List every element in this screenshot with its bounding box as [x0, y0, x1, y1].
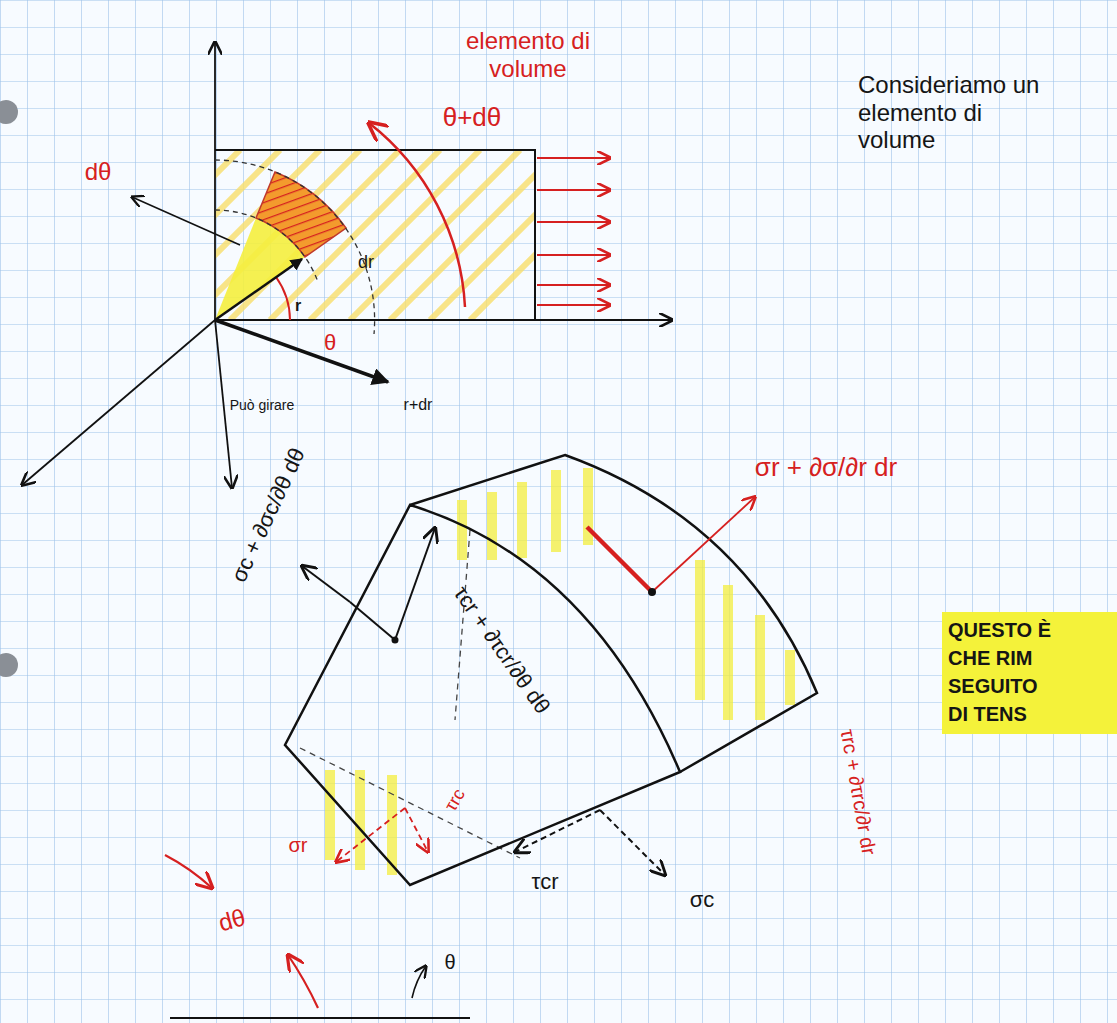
- point: [648, 588, 656, 596]
- angle-label: θ: [444, 951, 455, 974]
- stress-arrow: [395, 528, 435, 640]
- angle-label: dθ: [216, 903, 249, 937]
- stress-label: σc + ∂σc/∂θ dθ: [226, 444, 310, 586]
- binder-hole: [0, 100, 18, 124]
- element-front-face: [285, 505, 680, 885]
- hatch-lines: [215, 150, 535, 320]
- load-arrow: [537, 157, 610, 159]
- stress-label: τrc + ∂τrc/∂r dr: [836, 727, 881, 856]
- angle-label: dθ: [85, 158, 112, 186]
- axis: [214, 42, 216, 320]
- note-label: elemento di volume: [458, 27, 598, 82]
- dimension-label: dr: [358, 252, 374, 273]
- vector-label: r+dr: [404, 396, 433, 414]
- stress-label: σr + ∂σ/∂r dr: [755, 453, 897, 483]
- radius-vector: [215, 259, 302, 320]
- dashed-arc: [215, 160, 375, 334]
- angle-arc: [276, 277, 290, 320]
- load-arrow: [537, 284, 610, 286]
- stress-arrow: [350, 602, 395, 640]
- angle-label: θ: [324, 330, 336, 355]
- radius-vector: [215, 320, 388, 382]
- stress-arrow: [336, 808, 405, 862]
- stress-arrow: [515, 810, 600, 852]
- stress-label: τrc: [441, 785, 470, 814]
- stress-arrows: [302, 528, 665, 875]
- stress-arrow: [405, 808, 428, 852]
- yellow-hatching: [215, 150, 535, 320]
- element-top-face: [410, 455, 817, 772]
- stress-arrow: [587, 527, 652, 592]
- angle-arc: [369, 123, 465, 307]
- stress-label: σc: [690, 887, 715, 912]
- stress-label: τcr: [531, 869, 558, 894]
- note-text: Consideriamo un elemento di volume: [858, 71, 1063, 154]
- axis: [215, 320, 232, 488]
- dashed-arc: [215, 210, 318, 282]
- highlighted-note: QUESTO È: [948, 619, 1051, 642]
- axes: [22, 42, 672, 488]
- highlighted-note: DI TENS: [948, 703, 1027, 726]
- angle-arrow: [412, 966, 426, 998]
- angle-arrow: [288, 955, 318, 1008]
- highlighter-patch: [942, 612, 1117, 734]
- angle-label: θ+dθ: [443, 103, 502, 133]
- yellow-highlight: [330, 468, 790, 875]
- stress-arrow: [652, 497, 755, 592]
- point: [392, 637, 399, 644]
- plate-outline: [215, 150, 535, 320]
- axis: [215, 319, 672, 321]
- highlight-strokes: [700, 560, 790, 720]
- stress-arrow: [600, 810, 665, 875]
- highlighted-note: SEGUITO: [948, 675, 1038, 698]
- hidden-edge: [455, 530, 470, 720]
- stress-arrow: [302, 566, 350, 602]
- load-arrow: [537, 304, 610, 306]
- note-label: Può girare: [230, 397, 295, 413]
- leader-line: [132, 197, 240, 245]
- load-arrow: [537, 189, 610, 191]
- base-line: [170, 1017, 470, 1019]
- load-arrow: [537, 221, 610, 223]
- hidden-edge: [300, 748, 520, 858]
- load-arrow: [537, 254, 610, 256]
- binder-hole: [0, 653, 18, 677]
- stress-label: τcr + ∂τcr/∂θ dθ: [449, 581, 556, 718]
- angle-arrow: [165, 855, 212, 888]
- vector-label: r: [295, 297, 301, 315]
- stress-label: σr: [288, 834, 307, 857]
- load-arrows: [537, 158, 610, 305]
- axis: [22, 320, 215, 485]
- highlighted-note: CHE RIM: [948, 647, 1032, 670]
